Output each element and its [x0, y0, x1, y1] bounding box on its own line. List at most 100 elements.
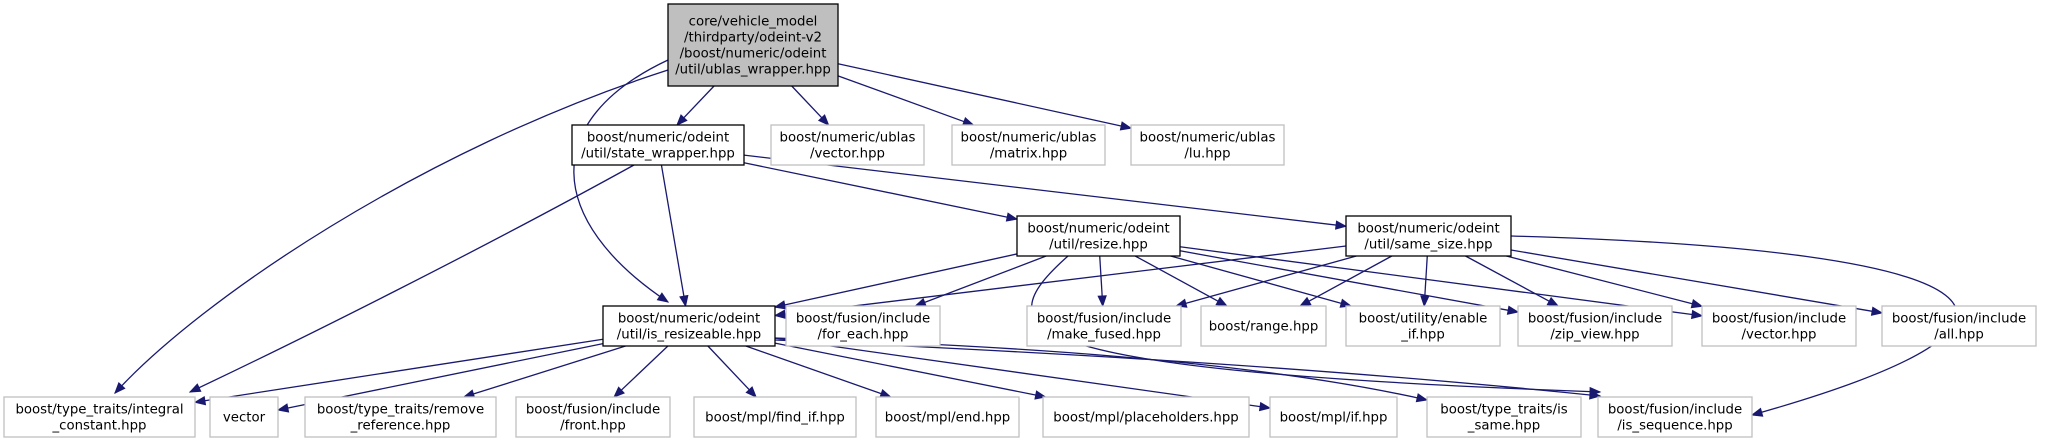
- node-is-same: boost/type_traits/is_same.hpp: [1426, 396, 1582, 438]
- edge-arrowhead: [656, 292, 670, 303]
- node-find-if: boost/mpl/find_if.hpp: [693, 396, 857, 438]
- node-label-line: boost/fusion/include: [1528, 312, 1662, 327]
- node-box: [951, 124, 1106, 166]
- node-range: boost/range.hpp: [1200, 305, 1327, 347]
- node-box: [1200, 305, 1327, 347]
- node-label-line: boost/numeric/odeint: [618, 312, 760, 327]
- edge-arrowhead: [676, 114, 688, 126]
- include-edge: [472, 345, 626, 395]
- node-state-wrapper[interactable]: boost/numeric/odeint/util/state_wrapper.…: [571, 124, 745, 166]
- node-label-line: /front.hpp: [560, 419, 626, 434]
- node-label-line: /util/ublas_wrapper.hpp: [675, 63, 831, 78]
- node-label-line: _if.hpp: [1400, 328, 1445, 343]
- edge-arrowhead: [1415, 393, 1429, 403]
- node-box: [667, 3, 839, 87]
- node-same-size[interactable]: boost/numeric/odeint/util/same_size.hpp: [1345, 215, 1512, 257]
- node-enable-if: boost/utility/enable_if.hpp: [1345, 305, 1501, 347]
- node-label-line: /util/resize.hpp: [1049, 238, 1148, 253]
- node-box: [209, 396, 279, 438]
- node-label-line: boost/numeric/odeint: [587, 131, 729, 146]
- node-fusion-vector: boost/fusion/include/vector.hpp: [1701, 305, 1857, 347]
- node-label-line: /make_fused.hpp: [1047, 328, 1161, 343]
- node-label-line: /for_each.hpp: [817, 328, 908, 343]
- edge-arrowhead: [1589, 390, 1602, 400]
- edge-arrowhead: [1335, 220, 1348, 230]
- node-label-line: /boost/numeric/odeint: [680, 47, 827, 62]
- node-label-line: /thirdparty/odeint-v2: [684, 31, 822, 46]
- node-label-line: boost/fusion/include: [1037, 312, 1171, 327]
- node-box: [1026, 305, 1182, 347]
- node-is-sequence: boost/fusion/include/is_sequence.hpp: [1597, 396, 1753, 438]
- node-mpl-end: boost/mpl/end.hpp: [875, 396, 1020, 438]
- edge-arrowhead: [1750, 407, 1764, 417]
- node-box: [1269, 396, 1398, 438]
- node-label-line: boost/numeric/odeint: [1357, 222, 1499, 237]
- edge-arrowhead: [1690, 299, 1704, 309]
- node-zip-view: boost/fusion/include/zip_view.hpp: [1517, 305, 1673, 347]
- edge-arrowhead: [188, 383, 202, 393]
- edge-arrowhead: [1005, 212, 1019, 222]
- node-label-line: /all.hpp: [1934, 328, 1984, 343]
- include-edge: [783, 253, 1018, 306]
- edge-arrowhead: [613, 386, 625, 398]
- node-label-line: /lu.hpp: [1184, 147, 1230, 162]
- node-label-line: core/vehicle_model: [689, 15, 818, 30]
- include-edge: [837, 63, 1123, 127]
- edge-arrowhead: [193, 395, 207, 406]
- include-edge: [1184, 255, 1357, 305]
- node-label-line: boost/type_traits/is: [1440, 403, 1568, 418]
- include-edge: [791, 85, 823, 119]
- node-box: [1517, 305, 1673, 347]
- include-edge: [707, 345, 751, 391]
- include-edge: [1179, 250, 1510, 312]
- node-box: [1130, 124, 1285, 166]
- node-label-line: boost/numeric/ublas: [1140, 131, 1276, 146]
- node-box: [785, 305, 941, 347]
- node-label-line: boost/mpl/placeholders.hpp: [1053, 411, 1238, 426]
- node-label-line: boost/numeric/ublas: [780, 131, 916, 146]
- node-ublas-matrix: boost/numeric/ublas/matrix.hpp: [951, 124, 1106, 166]
- edge-arrowhead: [276, 403, 290, 413]
- node-remove-reference: boost/type_traits/remove_reference.hpp: [304, 396, 497, 438]
- node-is-resizeable[interactable]: boost/numeric/odeint/util/is_resizeable.…: [602, 305, 776, 347]
- node-box: [1345, 215, 1512, 257]
- edge-arrowhead: [1546, 296, 1560, 307]
- node-box: [1042, 396, 1250, 438]
- nodes-layer: core/vehicle_model/thirdparty/odeint-v2/…: [3, 3, 2037, 438]
- node-box: [875, 396, 1020, 438]
- node-box: [515, 396, 671, 438]
- include-edge: [620, 345, 669, 392]
- include-edge: [573, 59, 669, 303]
- edge-arrowhead: [773, 309, 786, 319]
- node-box: [1597, 396, 1753, 438]
- node-label-line: boost/type_traits/remove: [317, 403, 484, 418]
- edge-arrowhead: [1870, 306, 1884, 316]
- edge-arrowhead: [1119, 121, 1133, 131]
- node-box: [770, 124, 925, 166]
- edge-arrowhead: [961, 116, 975, 126]
- node-label-line: boost/fusion/include: [1892, 312, 2026, 327]
- node-box: [693, 396, 857, 438]
- include-edge: [1506, 255, 1694, 305]
- node-label-line: boost/utility/enable: [1359, 312, 1488, 327]
- node-label-line: /matrix.hpp: [990, 147, 1067, 162]
- node-label-line: boost/fusion/include: [1712, 312, 1846, 327]
- node-box: [3, 396, 196, 438]
- node-fusion-all: boost/fusion/include/all.hpp: [1881, 305, 2037, 347]
- include-edge: [114, 69, 669, 394]
- include-edge: [1510, 235, 1958, 416]
- include-edge: [682, 85, 715, 119]
- node-label-line: boost/fusion/include: [526, 403, 660, 418]
- include-edge: [660, 164, 685, 298]
- node-root[interactable]: core/vehicle_model/thirdparty/odeint-v2/…: [667, 3, 839, 87]
- node-integral-constant: boost/type_traits/integral_constant.hpp: [3, 396, 196, 438]
- node-label-line: /util/same_size.hpp: [1364, 238, 1492, 253]
- edge-arrowhead: [879, 389, 892, 398]
- edge-arrowhead: [817, 114, 830, 126]
- node-label-line: /is_sequence.hpp: [1617, 419, 1732, 434]
- node-resize[interactable]: boost/numeric/odeint/util/resize.hpp: [1016, 215, 1181, 257]
- include-edge: [743, 154, 1338, 226]
- edges-layer: [114, 59, 1958, 417]
- node-ublas-vector: boost/numeric/ublas/vector.hpp: [770, 124, 925, 166]
